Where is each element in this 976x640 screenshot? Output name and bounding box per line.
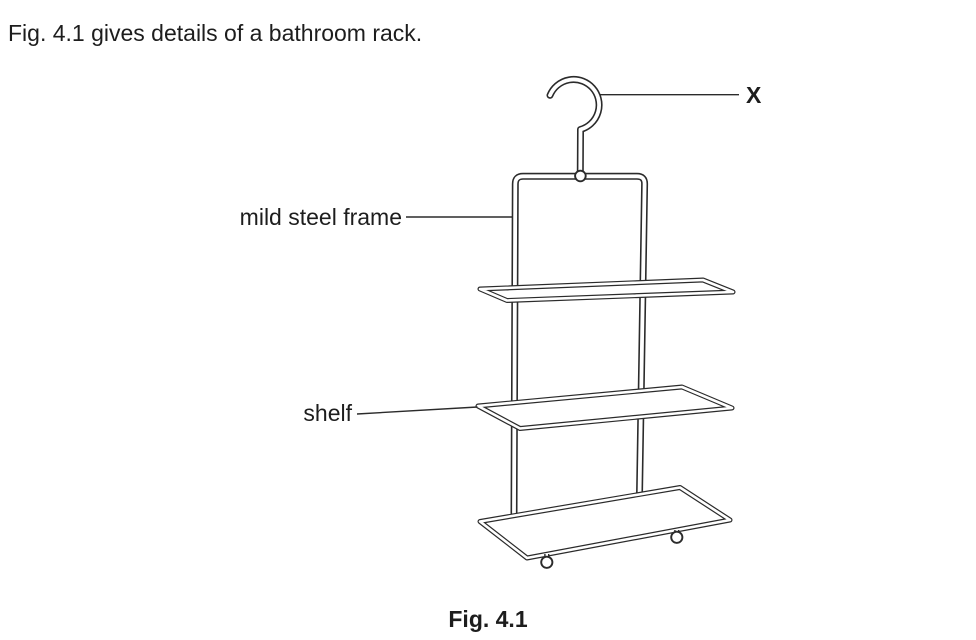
shelf-top — [477, 277, 736, 303]
foot-left — [540, 554, 554, 569]
figure-caption: Fig. 4.1 — [448, 606, 528, 632]
label-x: X — [746, 82, 762, 108]
foot-right — [670, 530, 684, 544]
label-mild-steel-frame: mild steel frame — [239, 204, 402, 230]
shelf-leader-line — [356, 406, 478, 415]
shelf-bottom — [477, 485, 733, 561]
hook-drawing — [546, 75, 603, 183]
intro-text: Fig. 4.1 gives details of a bathroom rac… — [8, 20, 423, 46]
label-shelf: shelf — [303, 400, 352, 426]
hook-ball-joint — [574, 169, 587, 183]
shelf-middle — [475, 384, 735, 431]
frame-drawing — [510, 172, 649, 517]
